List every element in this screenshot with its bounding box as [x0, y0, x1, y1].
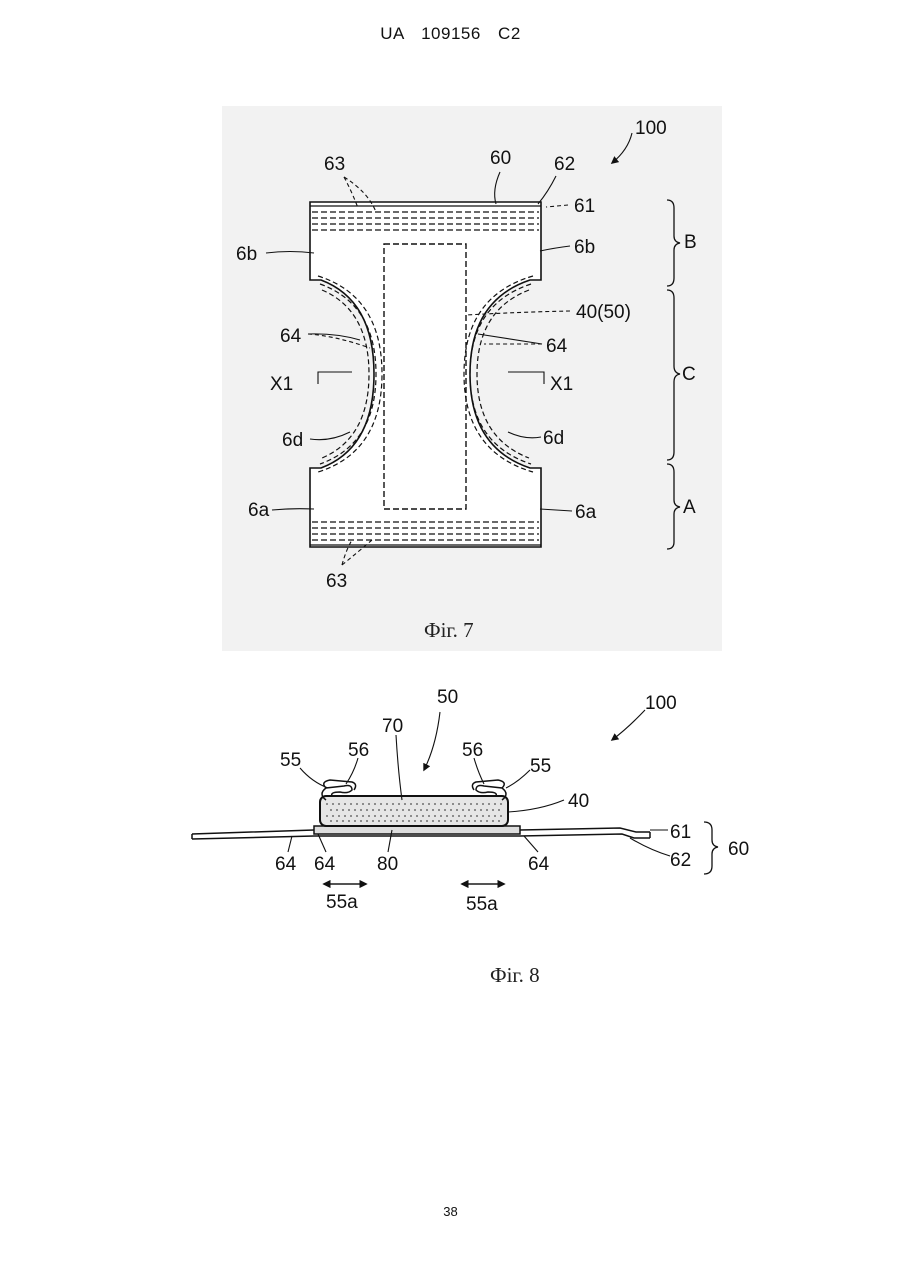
fig7-label-61: 61 [574, 196, 595, 217]
fig8-label-50: 50 [437, 687, 458, 708]
layer-80 [314, 826, 520, 834]
fig8-label-64-c: 64 [528, 854, 550, 875]
fig8-label-56-right: 56 [462, 740, 483, 761]
fig8-label-40: 40 [568, 791, 589, 812]
fig8-ref-100: 100 [645, 693, 677, 714]
fig7-label-6b-left: 6b [236, 244, 257, 265]
figure-8-caption: Фіг. 8 [490, 963, 540, 987]
fig8-label-55-left: 55 [280, 750, 301, 771]
figure-8 [192, 710, 718, 884]
brace-60 [704, 822, 718, 874]
figure-7 [266, 133, 680, 565]
fig8-label-70: 70 [382, 716, 403, 737]
fig7-label-6a-left: 6a [248, 500, 270, 521]
fig7-label-64-right: 64 [546, 336, 568, 357]
figure-8-labels: 100 50 70 56 56 55 55 40 61 62 60 64 64 … [275, 687, 749, 987]
fig8-label-80: 80 [377, 854, 398, 875]
zone-braces [667, 200, 680, 549]
fig7-label-40-50: 40(50) [576, 302, 631, 323]
fig7-label-6b-right: 6b [574, 237, 595, 258]
fig7-label-6d-left: 6d [282, 430, 303, 451]
zone-label-b: B [684, 232, 697, 253]
fig8-label-56-left: 56 [348, 740, 369, 761]
fig7-label-6a-right: 6a [575, 502, 597, 523]
fig7-label-x1-right: X1 [550, 374, 573, 395]
fig8-label-60: 60 [728, 839, 749, 860]
fig8-label-55a-left: 55a [326, 892, 358, 913]
fig7-label-60: 60 [490, 148, 511, 169]
zone-label-c: C [682, 364, 696, 385]
figure-7-caption: Фіг. 7 [424, 618, 474, 642]
fig8-label-62: 62 [670, 850, 691, 871]
fig7-label-63-bottom: 63 [326, 571, 347, 592]
fig7-label-63-top: 63 [324, 154, 345, 175]
fig7-label-x1-left: X1 [270, 374, 293, 395]
fig8-label-61: 61 [670, 822, 691, 843]
fig8-label-55a-right: 55a [466, 894, 498, 915]
fig8-label-64-b: 64 [314, 854, 336, 875]
fig7-label-62: 62 [554, 154, 575, 175]
page-number: 38 [0, 1204, 901, 1219]
fig7-ref-100: 100 [635, 118, 667, 139]
fig7-label-64-left: 64 [280, 326, 302, 347]
zone-label-a: A [683, 497, 696, 518]
fig7-label-6d-right: 6d [543, 428, 564, 449]
diaper-outline [310, 202, 541, 547]
fig8-label-55-right: 55 [530, 756, 551, 777]
fig8-label-64-a: 64 [275, 854, 297, 875]
